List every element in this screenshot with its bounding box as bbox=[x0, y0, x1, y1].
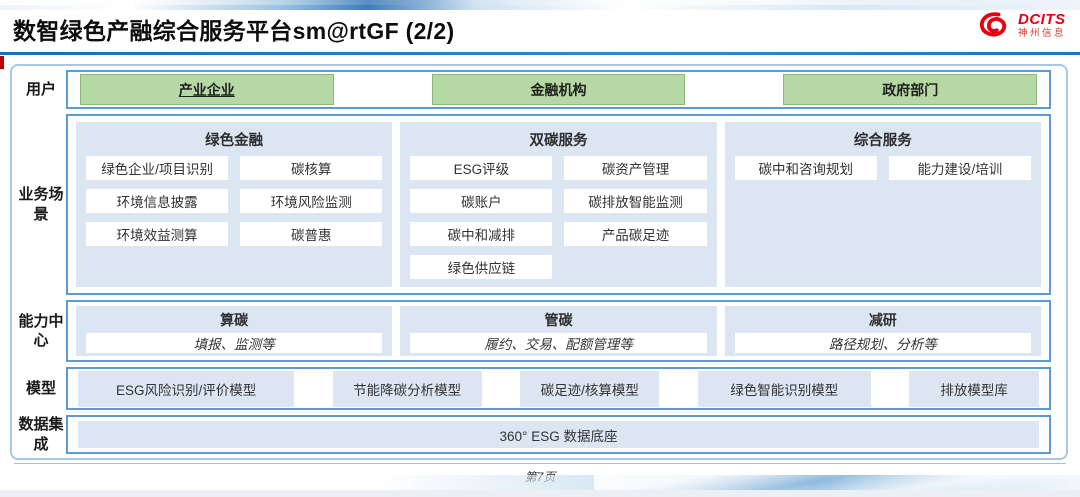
capability-row-label: 能力中心 bbox=[18, 312, 64, 350]
capability-box: 算碳 填报、监测等 管碳 履约、交易、配额管理等 减研 路径规划、分析等 bbox=[66, 300, 1051, 363]
users-box: 产业企业 金融机构 政府部门 bbox=[66, 70, 1051, 110]
dcits-logo: DCITS 神州信息 bbox=[977, 11, 1066, 39]
scenario-item: 碳普惠 bbox=[240, 222, 383, 247]
footer-divider bbox=[14, 463, 1066, 464]
users-row: 用户 产业企业 金融机构 政府部门 bbox=[16, 70, 1062, 110]
model-item: 碳足迹/核算模型 bbox=[520, 370, 660, 407]
scenario-item: 环境风险监测 bbox=[240, 189, 383, 214]
users-row-label: 用户 bbox=[25, 80, 56, 98]
scenario-column-title: 综合服务 bbox=[853, 133, 912, 150]
dcits-swirl-icon bbox=[977, 11, 1013, 39]
capability-reduction-research: 减研 路径规划、分析等 bbox=[724, 306, 1041, 357]
scenarios-row-label: 业务场景 bbox=[18, 186, 64, 223]
scenarios-row: 业务场景 绿色金融 绿色企业/项目识别 碳核算 环境信息披露 环境风险监测 环境… bbox=[16, 114, 1062, 296]
red-accent-mark bbox=[0, 56, 4, 69]
scenario-item: 环境信息披露 bbox=[86, 189, 229, 214]
architecture-diagram-frame: 用户 产业企业 金融机构 政府部门 业务场景 绿色金融 绿色企业/项目识别 碳核… bbox=[10, 64, 1068, 460]
user-block-industry: 产业企业 bbox=[80, 74, 334, 106]
capability-manage-carbon: 管碳 履约、交易、配额管理等 bbox=[400, 306, 717, 357]
scenario-item: 环境效益测算 bbox=[86, 222, 229, 247]
logo-company-label: 神州信息 bbox=[1017, 27, 1066, 39]
scenario-item: 碳中和减排 bbox=[410, 222, 553, 247]
scenario-column-title: 双碳服务 bbox=[529, 133, 588, 150]
model-item: ESG风险识别/评价模型 bbox=[78, 370, 295, 407]
capability-title: 算碳 bbox=[220, 312, 249, 329]
capability-row: 能力中心 算碳 填报、监测等 管碳 履约、交易、配额管理等 减研 路径规划、分析… bbox=[16, 300, 1062, 363]
scenario-column-title: 绿色金融 bbox=[205, 133, 264, 150]
title-divider bbox=[0, 52, 1080, 55]
scenarios-box: 绿色金融 绿色企业/项目识别 碳核算 环境信息披露 环境风险监测 环境效益测算 … bbox=[66, 114, 1051, 296]
capability-desc: 填报、监测等 bbox=[86, 333, 383, 354]
logo-brand-label: DCITS bbox=[1017, 10, 1066, 28]
scenario-item: 碳排放智能监测 bbox=[564, 189, 707, 214]
scenario-item: ESG评级 bbox=[410, 156, 553, 181]
models-row: 模型 ESG风险识别/评价模型 节能降碳分析模型 碳足迹/核算模型 绿色智能识别… bbox=[16, 367, 1062, 410]
esg-data-base-item: 360° ESG 数据底座 bbox=[78, 421, 1039, 448]
capability-title: 减研 bbox=[868, 312, 897, 329]
scenario-item: 产品碳足迹 bbox=[564, 222, 707, 247]
capability-desc: 履约、交易、配额管理等 bbox=[410, 333, 707, 354]
scenario-grid: 碳中和咨询规划 能力建设/培训 bbox=[734, 156, 1031, 181]
scenario-column-comprehensive: 综合服务 碳中和咨询规划 能力建设/培训 bbox=[724, 122, 1041, 288]
model-item: 绿色智能识别模型 bbox=[697, 370, 871, 407]
scenario-item: 绿色供应链 bbox=[410, 255, 553, 280]
logo-text: DCITS 神州信息 bbox=[1018, 12, 1066, 39]
capability-desc: 路径规划、分析等 bbox=[734, 333, 1031, 354]
models-box: ESG风险识别/评价模型 节能降碳分析模型 碳足迹/核算模型 绿色智能识别模型 … bbox=[66, 367, 1051, 410]
page-number: 第7页 bbox=[524, 470, 556, 484]
capability-calc-carbon: 算碳 填报、监测等 bbox=[76, 306, 393, 357]
scenario-item: 能力建设/培训 bbox=[888, 156, 1031, 181]
scenario-item: 碳资产管理 bbox=[564, 156, 707, 181]
scenario-item: 绿色企业/项目识别 bbox=[86, 156, 229, 181]
user-block-finance: 金融机构 bbox=[431, 74, 686, 106]
data-integration-box: 360° ESG 数据底座 bbox=[66, 415, 1051, 454]
page-title: 数智绿色产融综合服务平台sm@rtGF (2/2) bbox=[13, 18, 455, 44]
scenario-grid: 绿色企业/项目识别 碳核算 环境信息披露 环境风险监测 环境效益测算 碳普惠 bbox=[86, 156, 383, 247]
scenario-item: 碳账户 bbox=[410, 189, 553, 214]
user-block-government: 政府部门 bbox=[783, 74, 1037, 106]
bottom-bar bbox=[0, 490, 1080, 497]
top-decorative-band bbox=[0, 0, 1080, 10]
scenario-column-green-finance: 绿色金融 绿色企业/项目识别 碳核算 环境信息披露 环境风险监测 环境效益测算 … bbox=[76, 122, 393, 288]
scenario-grid: ESG评级 碳资产管理 碳账户 碳排放智能监测 碳中和减排 产品碳足迹 绿色供应… bbox=[410, 156, 707, 280]
scenario-item: 碳核算 bbox=[240, 156, 383, 181]
model-item: 排放模型库 bbox=[909, 370, 1039, 407]
data-integration-row: 数据集成 360° ESG 数据底座 bbox=[16, 415, 1062, 454]
capability-title: 管碳 bbox=[544, 312, 573, 329]
models-row-label: 模型 bbox=[25, 379, 56, 397]
scenario-column-dual-carbon: 双碳服务 ESG评级 碳资产管理 碳账户 碳排放智能监测 碳中和减排 产品碳足迹… bbox=[400, 122, 717, 288]
data-integration-row-label: 数据集成 bbox=[18, 416, 64, 453]
model-item: 节能降碳分析模型 bbox=[332, 370, 482, 407]
scenario-item: 碳中和咨询规划 bbox=[734, 156, 877, 181]
